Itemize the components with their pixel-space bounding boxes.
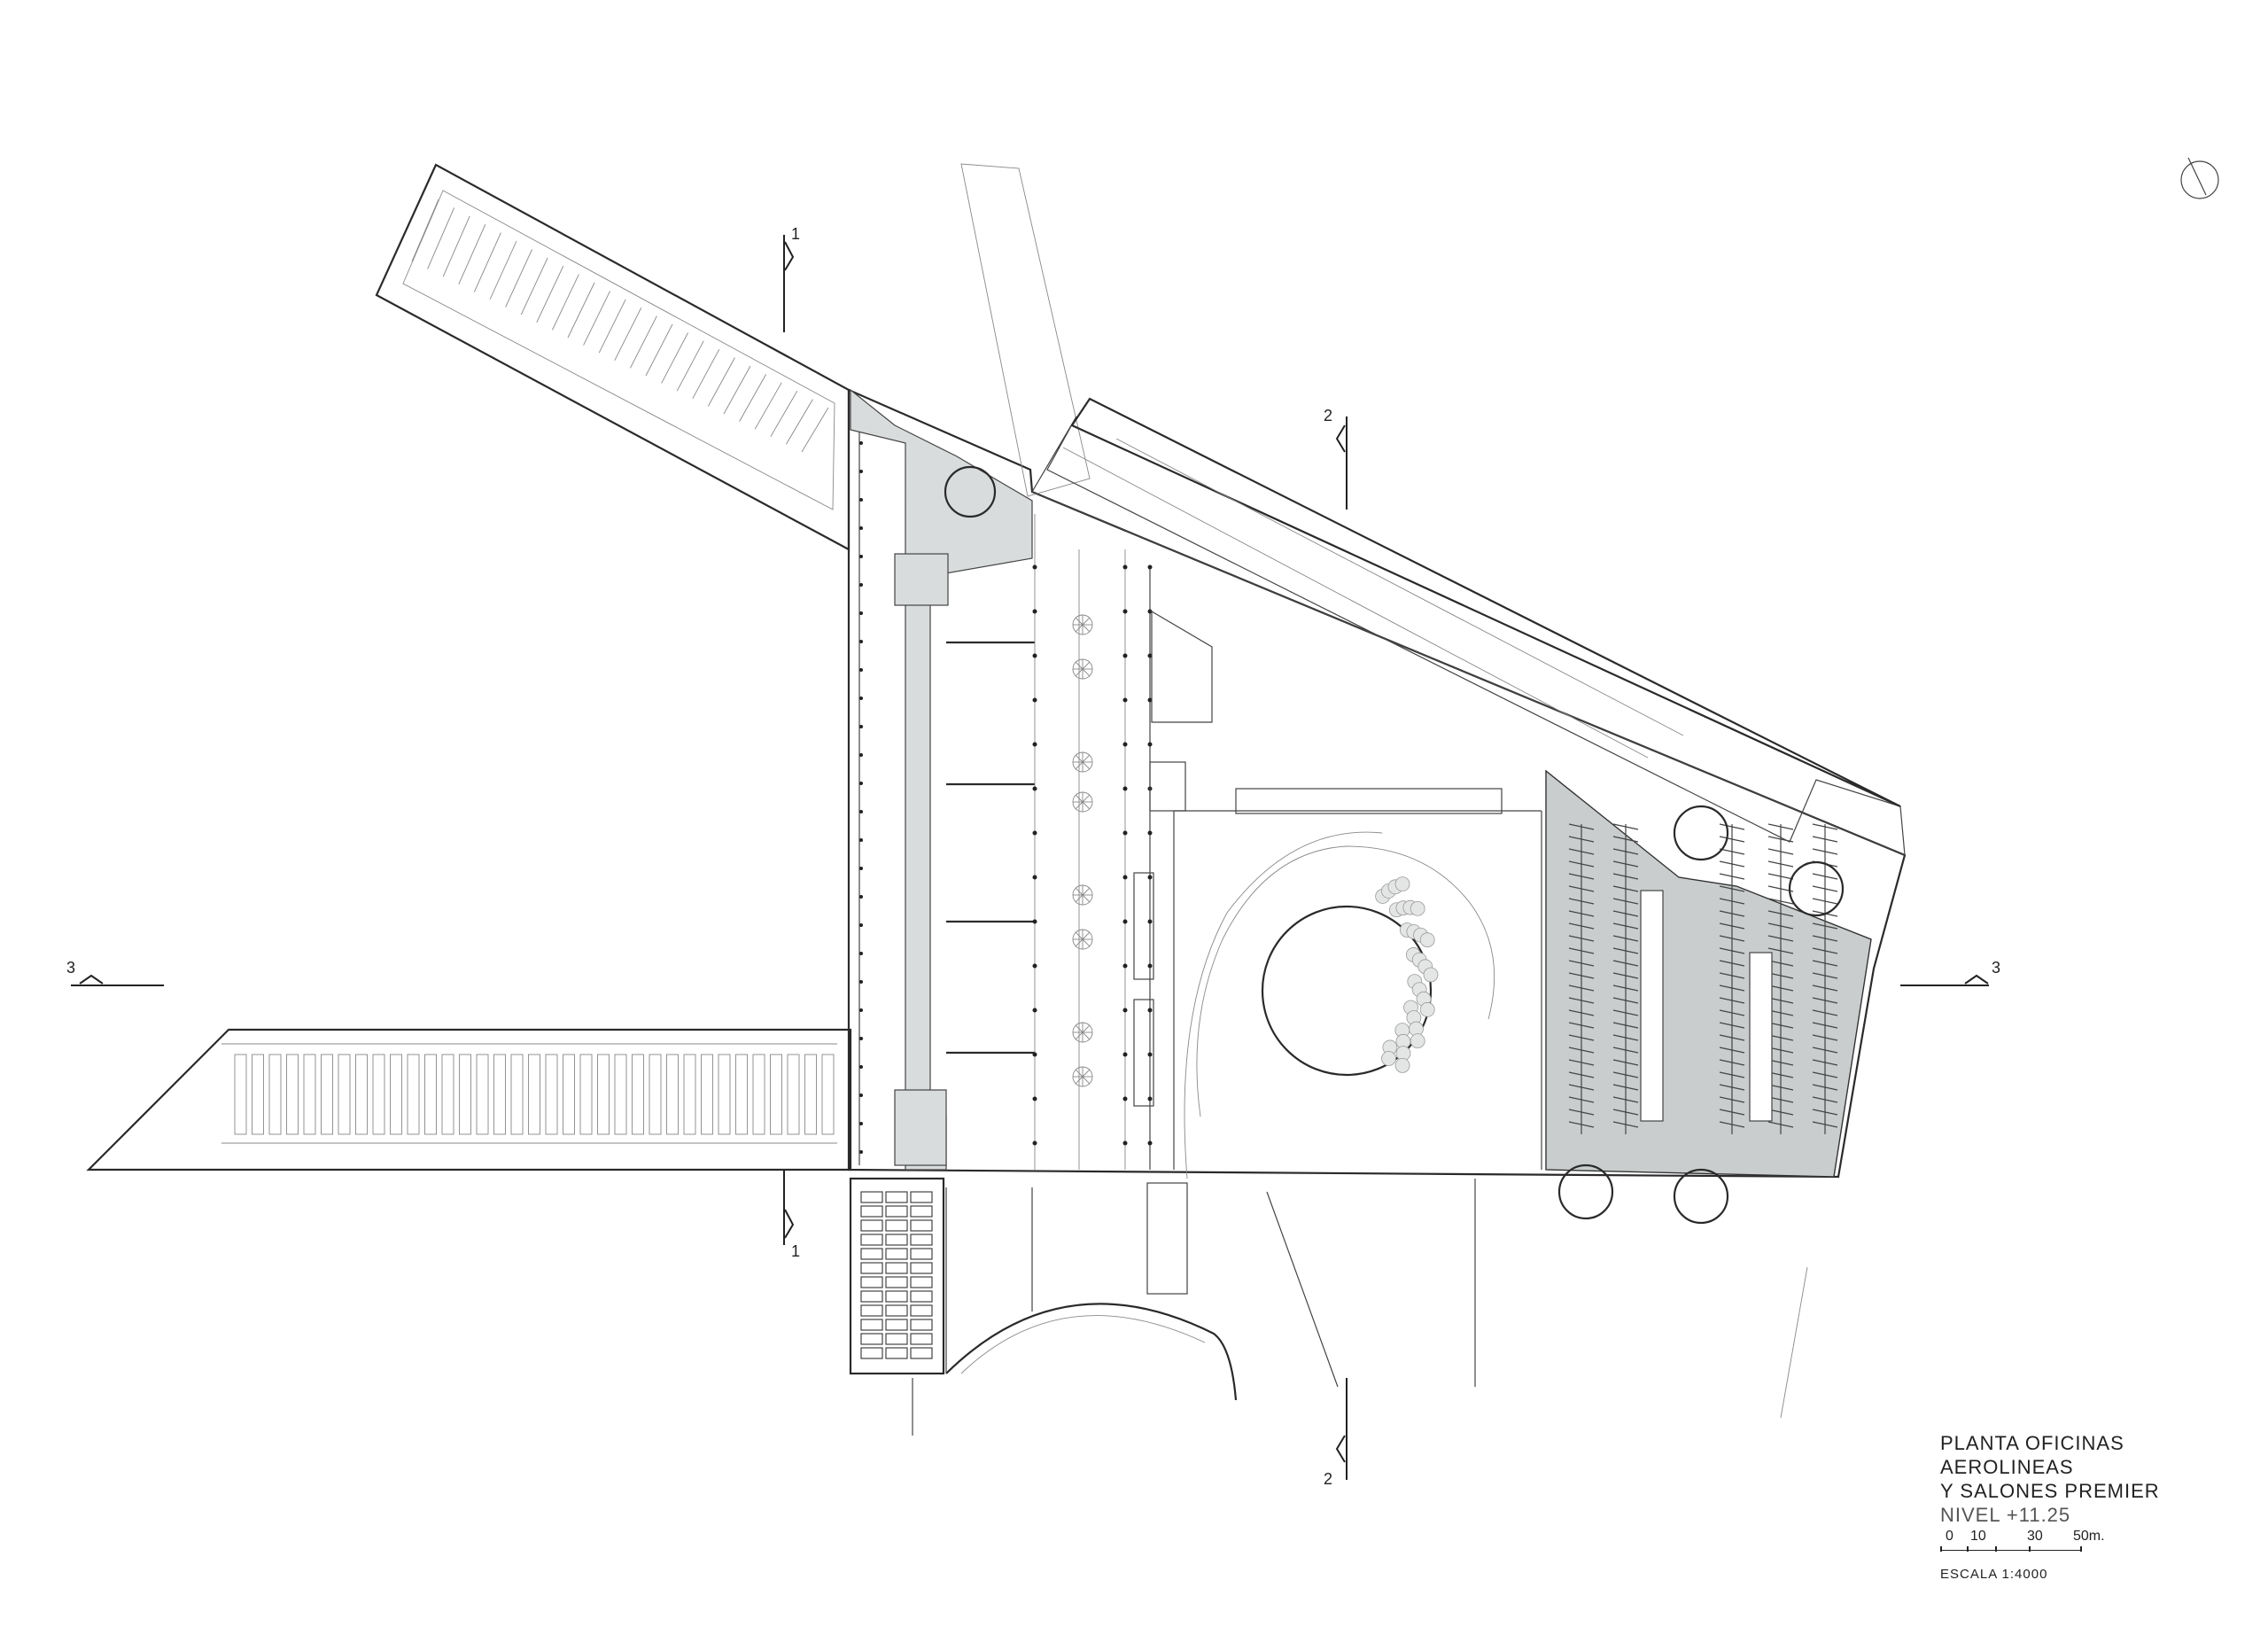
office-bays bbox=[859, 441, 1153, 1170]
south-stair-block bbox=[849, 1177, 1808, 1436]
section-mark-3-left: 3 bbox=[66, 959, 164, 986]
service-core-strip bbox=[850, 388, 1033, 1171]
parking-deck bbox=[1545, 769, 1872, 1225]
section-mark-1-top: 1 bbox=[783, 225, 800, 332]
scale-tick-30: 30 bbox=[2027, 1529, 2043, 1544]
scale-tick-0: 0 bbox=[1946, 1529, 1953, 1544]
section-mark-1-bottom: 1 bbox=[783, 1170, 800, 1260]
svg-text:1: 1 bbox=[791, 1242, 800, 1260]
plan-title-line2: Y SALONES PREMIER bbox=[1940, 1480, 2160, 1502]
title-block: PLANTA OFICINAS AEROLINEAS Y SALONES PRE… bbox=[1940, 1431, 2241, 1582]
svg-text:2: 2 bbox=[1324, 1470, 1332, 1488]
southwest-pier bbox=[86, 1028, 852, 1171]
northwest-pier bbox=[375, 163, 850, 551]
svg-text:3: 3 bbox=[1992, 959, 2000, 977]
scale-numbers: 0 10 30 50m. bbox=[1940, 1529, 2241, 1548]
plan-title-line1: PLANTA OFICINAS AEROLINEAS bbox=[1940, 1432, 2124, 1478]
scale-tick-50: 50m. bbox=[2073, 1529, 2105, 1544]
section-mark-2-bottom: 2 bbox=[1324, 1378, 1348, 1488]
section-mark-2-top: 2 bbox=[1324, 407, 1348, 510]
scale-bar bbox=[1940, 1546, 2082, 1558]
scale-ratio: ESCALA 1:4000 bbox=[1940, 1567, 2048, 1582]
svg-text:2: 2 bbox=[1324, 407, 1332, 424]
premier-lounge bbox=[1133, 610, 1542, 1170]
svg-text:1: 1 bbox=[791, 225, 800, 243]
landside-canopy bbox=[960, 163, 1906, 856]
svg-text:3: 3 bbox=[66, 959, 75, 977]
level-label: NIVEL +11.25 bbox=[1940, 1504, 2071, 1526]
north-arrow-icon bbox=[2180, 157, 2219, 199]
scale-tick-10: 10 bbox=[1970, 1529, 1986, 1544]
section-mark-3-right: 3 bbox=[1900, 959, 2000, 986]
garden-court bbox=[1184, 831, 1495, 1179]
